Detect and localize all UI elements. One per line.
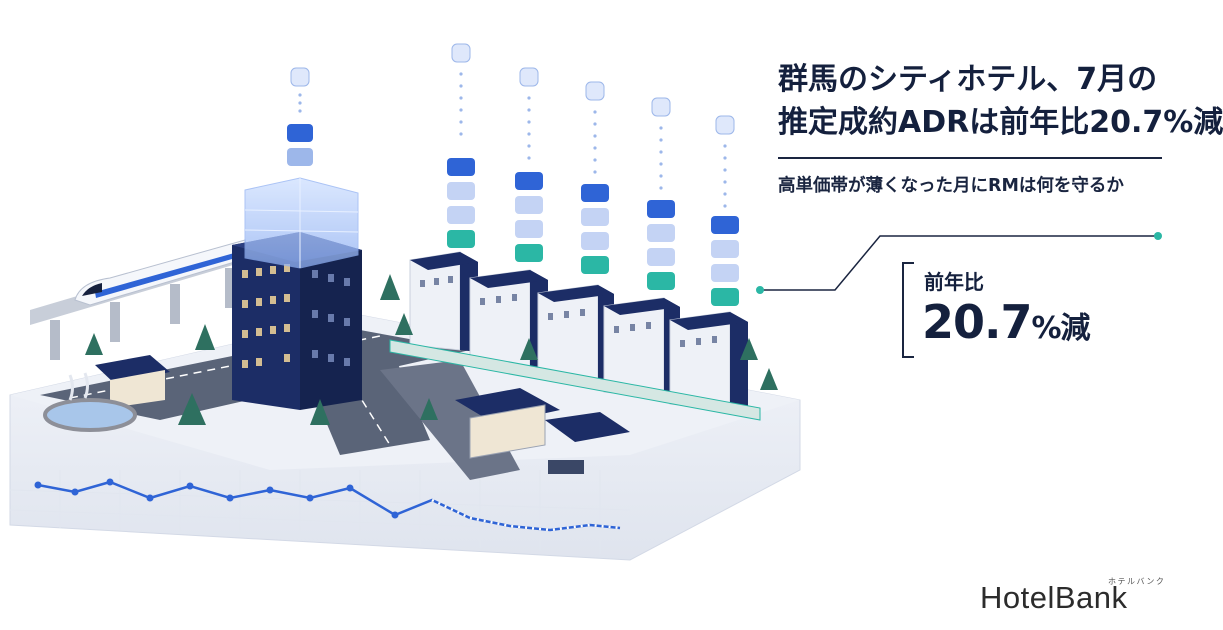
hotel-4-price-tags <box>647 97 675 290</box>
headline-divider <box>778 157 1162 159</box>
trees <box>85 274 778 425</box>
hotel-3-price-tags <box>581 81 609 274</box>
headline-line-1: 群馬のシティホテル、7月の <box>778 62 1158 97</box>
stat-label: 前年比 <box>924 270 984 294</box>
hotelbank-logo: ホテルバンク HotelBank <box>980 577 1164 620</box>
stat-bracket <box>902 262 914 358</box>
shrine-building <box>455 388 630 474</box>
trend-line <box>37 480 621 532</box>
hotel-building-1 <box>409 251 478 352</box>
headline-line-2: 推定成約ADRは前年比20.7%減 <box>778 105 1223 140</box>
hotel-2-price-tags <box>515 67 543 262</box>
hotel-5-price-tags <box>711 115 739 306</box>
business-hotels-row <box>389 251 761 421</box>
logo-ruby: ホテルバンク <box>1108 577 1166 586</box>
tower-price-tags <box>287 67 313 166</box>
headline: 群馬のシティホテル、7月の 推定成約ADRは前年比20.7%減 <box>778 58 1223 144</box>
stat-number: 20.7 <box>922 295 1032 349</box>
price-tag-pins <box>287 43 739 306</box>
hotel-tower <box>232 177 362 410</box>
stat-unit: %減 <box>1031 311 1091 346</box>
logo-text: HotelBank <box>980 580 1128 615</box>
onsen-bathhouse <box>43 355 170 432</box>
stat-value: 20.7%減 <box>922 294 1091 357</box>
subtitle: 高単価帯が薄くなった月にRMは何を守るか <box>778 176 1124 196</box>
callout-connector <box>756 232 1162 294</box>
bullet-train <box>74 239 249 306</box>
hotel-1-price-tags <box>447 43 475 248</box>
